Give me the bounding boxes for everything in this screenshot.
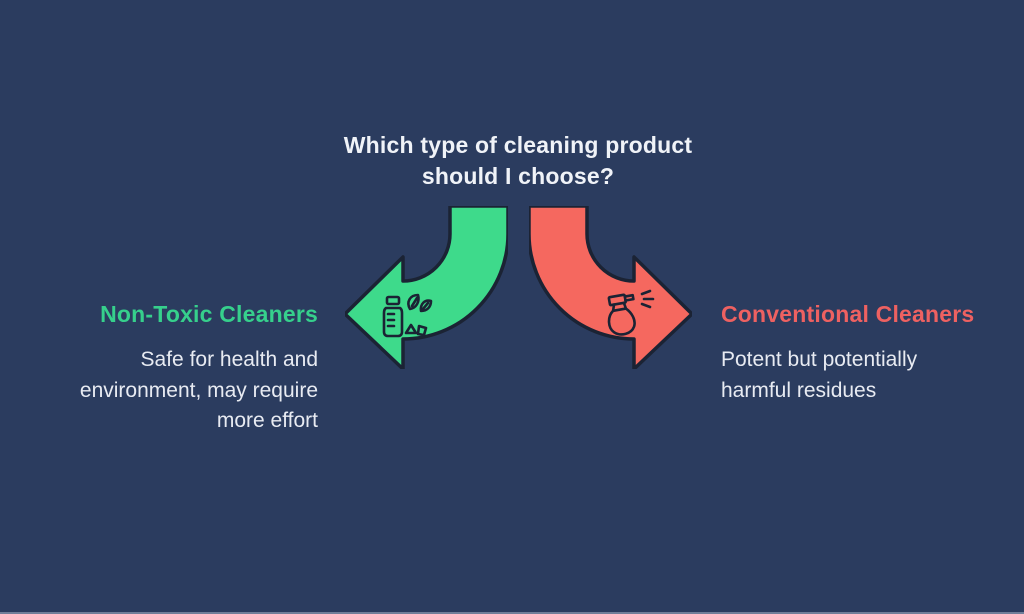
conventional-curved-arrow bbox=[529, 206, 692, 369]
non-toxic-arrow-shape bbox=[345, 206, 508, 369]
conventional-heading: Conventional Cleaners bbox=[721, 301, 975, 327]
bottom-edge-line bbox=[0, 612, 1024, 614]
page-title: Which type of cleaning product should I … bbox=[343, 132, 693, 189]
non-toxic-curved-arrow bbox=[345, 206, 508, 369]
non-toxic-description: Safe for health and environment, may req… bbox=[79, 348, 318, 432]
non-toxic-heading: Non-Toxic Cleaners bbox=[100, 301, 318, 327]
option-non-toxic: Non-Toxic Cleaners Safe for health and e… bbox=[18, 300, 318, 437]
spray-bottle-icon bbox=[607, 289, 655, 336]
conventional-description: Potent but potentially harmful residues bbox=[721, 348, 918, 402]
recycling-bottle-leaves-icon bbox=[382, 293, 433, 338]
option-conventional: Conventional Cleaners Potent but potenti… bbox=[721, 300, 1015, 406]
conventional-arrow-shape bbox=[529, 206, 692, 369]
